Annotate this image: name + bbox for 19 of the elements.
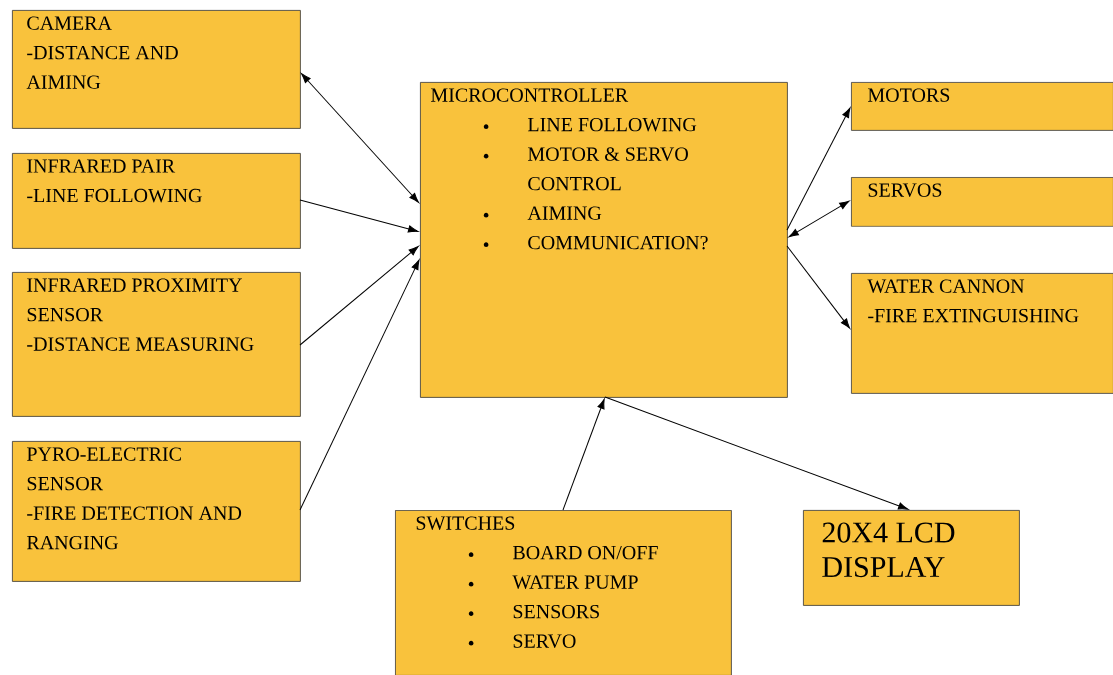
arrow bbox=[299, 199, 419, 233]
arrow bbox=[786, 107, 851, 231]
arrow bbox=[562, 398, 605, 511]
block-box: SWITCHES BOARD ON/OFF WATER PUMP SENSORS SERVO bbox=[395, 510, 732, 675]
arrow bbox=[299, 259, 420, 511]
arrow bbox=[299, 246, 419, 346]
block-box: WATER CANNON -FIRE EXTINGUISHING bbox=[851, 273, 1113, 394]
block-box: MOTORS bbox=[851, 82, 1113, 131]
block-box: SERVOS bbox=[851, 177, 1113, 227]
block-box: INFRARED PROXIMITY SENSOR -DISTANCE MEASURING bbox=[12, 272, 301, 417]
block-box: PYRO-ELECTRIC SENSOR -FIRE DETECTION AND RANGING bbox=[12, 441, 301, 582]
arrow bbox=[604, 396, 909, 510]
block-box: 20X4 LCD DISPLAY bbox=[803, 510, 1020, 606]
block-box: MICROCONTROLLER LINE FOLLOWING MOTOR & SERVO CONTROL AIMING COMMUNICATION? bbox=[420, 82, 788, 398]
block-box: INFRARED PAIR -LINE FOLLOWING bbox=[12, 153, 301, 249]
block-box: CAMERA -DISTANCE AND AIMING bbox=[12, 10, 301, 129]
arrow bbox=[788, 200, 850, 238]
arrow bbox=[301, 73, 419, 203]
arrow bbox=[786, 245, 851, 329]
